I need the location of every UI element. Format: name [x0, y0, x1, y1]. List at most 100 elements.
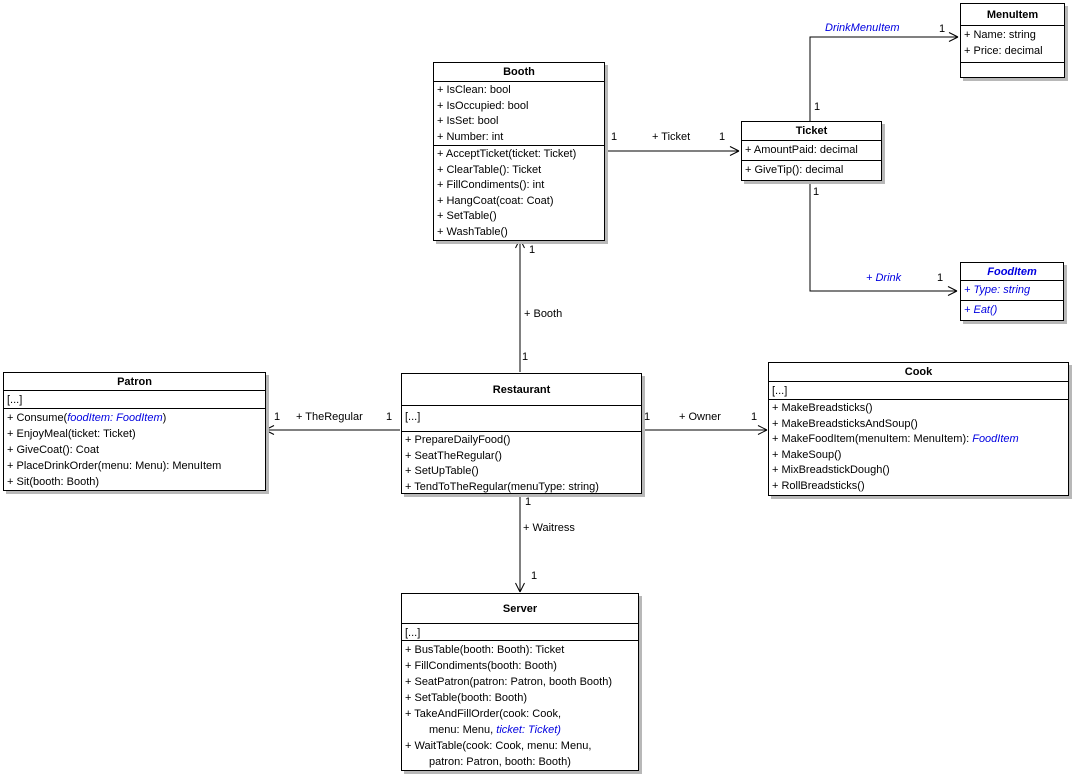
type-reference: FoodItem: [972, 433, 1019, 445]
attributes-compartment: + IsClean: bool + IsOccupied: bool + IsS…: [434, 82, 604, 146]
multiplicity-label: 1: [939, 23, 946, 35]
methods-compartment: + AcceptTicket(ticket: Ticket) + ClearTa…: [434, 146, 604, 240]
methods-compartment: + PrepareDailyFood() + SeatTheRegular() …: [402, 432, 641, 493]
method-row: + SeatTheRegular(): [405, 449, 502, 462]
association-restaurant-cook[interactable]: [641, 425, 768, 435]
multiplicity-label: 1: [719, 131, 726, 143]
method-row: + AcceptTicket(ticket: Ticket): [437, 148, 577, 160]
method-row: + MakeFoodItem(menuItem: MenuItem): Food…: [772, 432, 1065, 448]
methods-compartment: + GiveTip(): decimal: [742, 161, 881, 180]
attributes-compartment: + AmountPaid: decimal: [742, 141, 881, 161]
association-label: + Ticket: [652, 131, 691, 143]
association-ticket-fooditem[interactable]: [809, 181, 958, 296]
method-row-continued: patron: Patron, booth: Booth): [429, 756, 571, 768]
method-row: + Consume(foodItem: FoodItem): [7, 410, 262, 426]
class-box-restaurant[interactable]: Restaurant [...] + PrepareDailyFood() + …: [401, 373, 642, 494]
methods-compartment-empty: [961, 63, 1064, 77]
class-box-patron[interactable]: Patron [...] + Consume(foodItem: FoodIte…: [3, 372, 266, 491]
multiplicity-label: 1: [813, 186, 820, 198]
attribute-row: [...]: [772, 385, 788, 397]
association-restaurant-patron[interactable]: [264, 425, 400, 435]
attributes-compartment: + Name: string + Price: decimal: [961, 26, 1064, 63]
method-row: + RollBreadsticks(): [772, 479, 865, 492]
attributes-compartment: [...]: [402, 624, 638, 641]
attribute-row: + Type: string: [964, 284, 1031, 296]
method-row: + FillCondiments(): int: [437, 179, 545, 191]
method-text: + MakeFoodItem(menuItem: MenuItem):: [772, 433, 973, 445]
association-ticket-menuitem[interactable]: [809, 32, 959, 122]
method-row: + TendToTheRegular(menuType: string): [405, 480, 599, 493]
multiplicity-label: 1: [644, 411, 651, 423]
association-restaurant-server[interactable]: [515, 492, 525, 593]
method-text: + Consume(: [7, 412, 68, 424]
class-title: Server: [402, 594, 638, 624]
type-reference: foodItem: FoodItem: [67, 412, 163, 424]
attributes-compartment: [...]: [769, 382, 1068, 400]
method-row: + EnjoyMeal(ticket: Ticket): [7, 428, 136, 440]
method-row: + Sit(booth: Booth): [7, 476, 100, 488]
multiplicity-label: 1: [611, 131, 618, 143]
method-row: + MakeBreadsticksAndSoup(): [772, 417, 918, 430]
class-title: MenuItem: [961, 4, 1064, 26]
method-row: + FillCondiments(booth: Booth): [405, 660, 557, 672]
class-title: Booth: [434, 63, 604, 82]
association-label: + Drink: [866, 272, 902, 284]
multiplicity-label: 1: [529, 244, 536, 256]
class-title: FoodItem: [961, 263, 1063, 281]
attribute-row: [...]: [7, 394, 23, 406]
methods-compartment: + BusTable(booth: Booth): Ticket + FillC…: [402, 641, 638, 770]
multiplicity-label: 1: [522, 351, 529, 363]
attribute-row: [...]: [405, 627, 421, 639]
method-row: + PrepareDailyFood(): [405, 434, 511, 446]
method-text: menu: Menu,: [429, 724, 497, 736]
methods-compartment: + MakeBreadsticks() + MakeBreadsticksAnd…: [769, 400, 1068, 495]
class-title: Cook: [769, 363, 1068, 382]
attributes-compartment: + Type: string: [961, 281, 1063, 301]
association-booth-ticket[interactable]: [603, 146, 740, 156]
multiplicity-label: 1: [751, 411, 758, 423]
class-box-ticket[interactable]: Ticket + AmountPaid: decimal + GiveTip()…: [741, 121, 882, 181]
method-row: + SetTable(): [437, 210, 497, 222]
class-box-server[interactable]: Server [...] + BusTable(booth: Booth): T…: [401, 593, 639, 771]
association-label: + TheRegular: [296, 411, 363, 423]
attribute-row: + Number: int: [437, 130, 504, 143]
method-row: + SetUpTable(): [405, 465, 479, 477]
method-row: + MixBreadstickDough(): [772, 464, 890, 476]
method-row: + Eat(): [964, 304, 998, 316]
association-label: + Booth: [524, 308, 563, 320]
method-row: + MakeSoup(): [772, 448, 842, 461]
attribute-row: + Name: string: [964, 29, 1036, 41]
attributes-compartment: [...]: [4, 391, 265, 409]
class-title: Ticket: [742, 122, 881, 141]
class-title: Restaurant: [402, 374, 641, 406]
method-row-continued: menu: Menu, ticket: Ticket): [405, 722, 635, 738]
class-box-booth[interactable]: Booth + IsClean: bool + IsOccupied: bool…: [433, 62, 605, 241]
attribute-row: [...]: [405, 411, 421, 423]
method-row: + ClearTable(): Ticket: [437, 163, 542, 176]
attribute-row: + IsSet: bool: [437, 115, 499, 127]
multiplicity-label: 1: [937, 272, 944, 284]
method-row: + BusTable(booth: Booth): Ticket: [405, 644, 565, 656]
method-row: + SeatPatron(patron: Patron, booth Booth…: [405, 676, 612, 688]
attribute-row: + AmountPaid: decimal: [745, 144, 858, 156]
association-label: + Owner: [679, 411, 721, 423]
association-label: DrinkMenuItem: [825, 22, 900, 34]
attribute-row: + IsClean: bool: [437, 84, 511, 96]
method-row: + TakeAndFillOrder(cook: Cook,: [405, 708, 562, 720]
method-text: ): [162, 412, 167, 424]
method-row: + WaitTable(cook: Cook, menu: Menu,: [405, 740, 592, 752]
method-row: + GiveTip(): decimal: [745, 164, 844, 176]
type-reference: ticket: Ticket): [496, 724, 561, 736]
class-title: Patron: [4, 373, 265, 391]
class-box-menuitem[interactable]: MenuItem + Name: string + Price: decimal: [960, 3, 1065, 78]
methods-compartment: + Eat(): [961, 301, 1063, 320]
class-box-cook[interactable]: Cook [...] + MakeBreadsticks() + MakeBre…: [768, 362, 1069, 496]
multiplicity-label: 1: [531, 570, 538, 582]
attribute-row: + Price: decimal: [964, 45, 1043, 57]
class-box-fooditem[interactable]: FoodItem + Type: string + Eat(): [960, 262, 1064, 321]
method-row: + HangCoat(coat: Coat): [437, 194, 554, 207]
method-row: + WashTable(): [437, 225, 508, 238]
method-row: + MakeBreadsticks(): [772, 402, 873, 414]
multiplicity-label: 1: [274, 411, 281, 423]
